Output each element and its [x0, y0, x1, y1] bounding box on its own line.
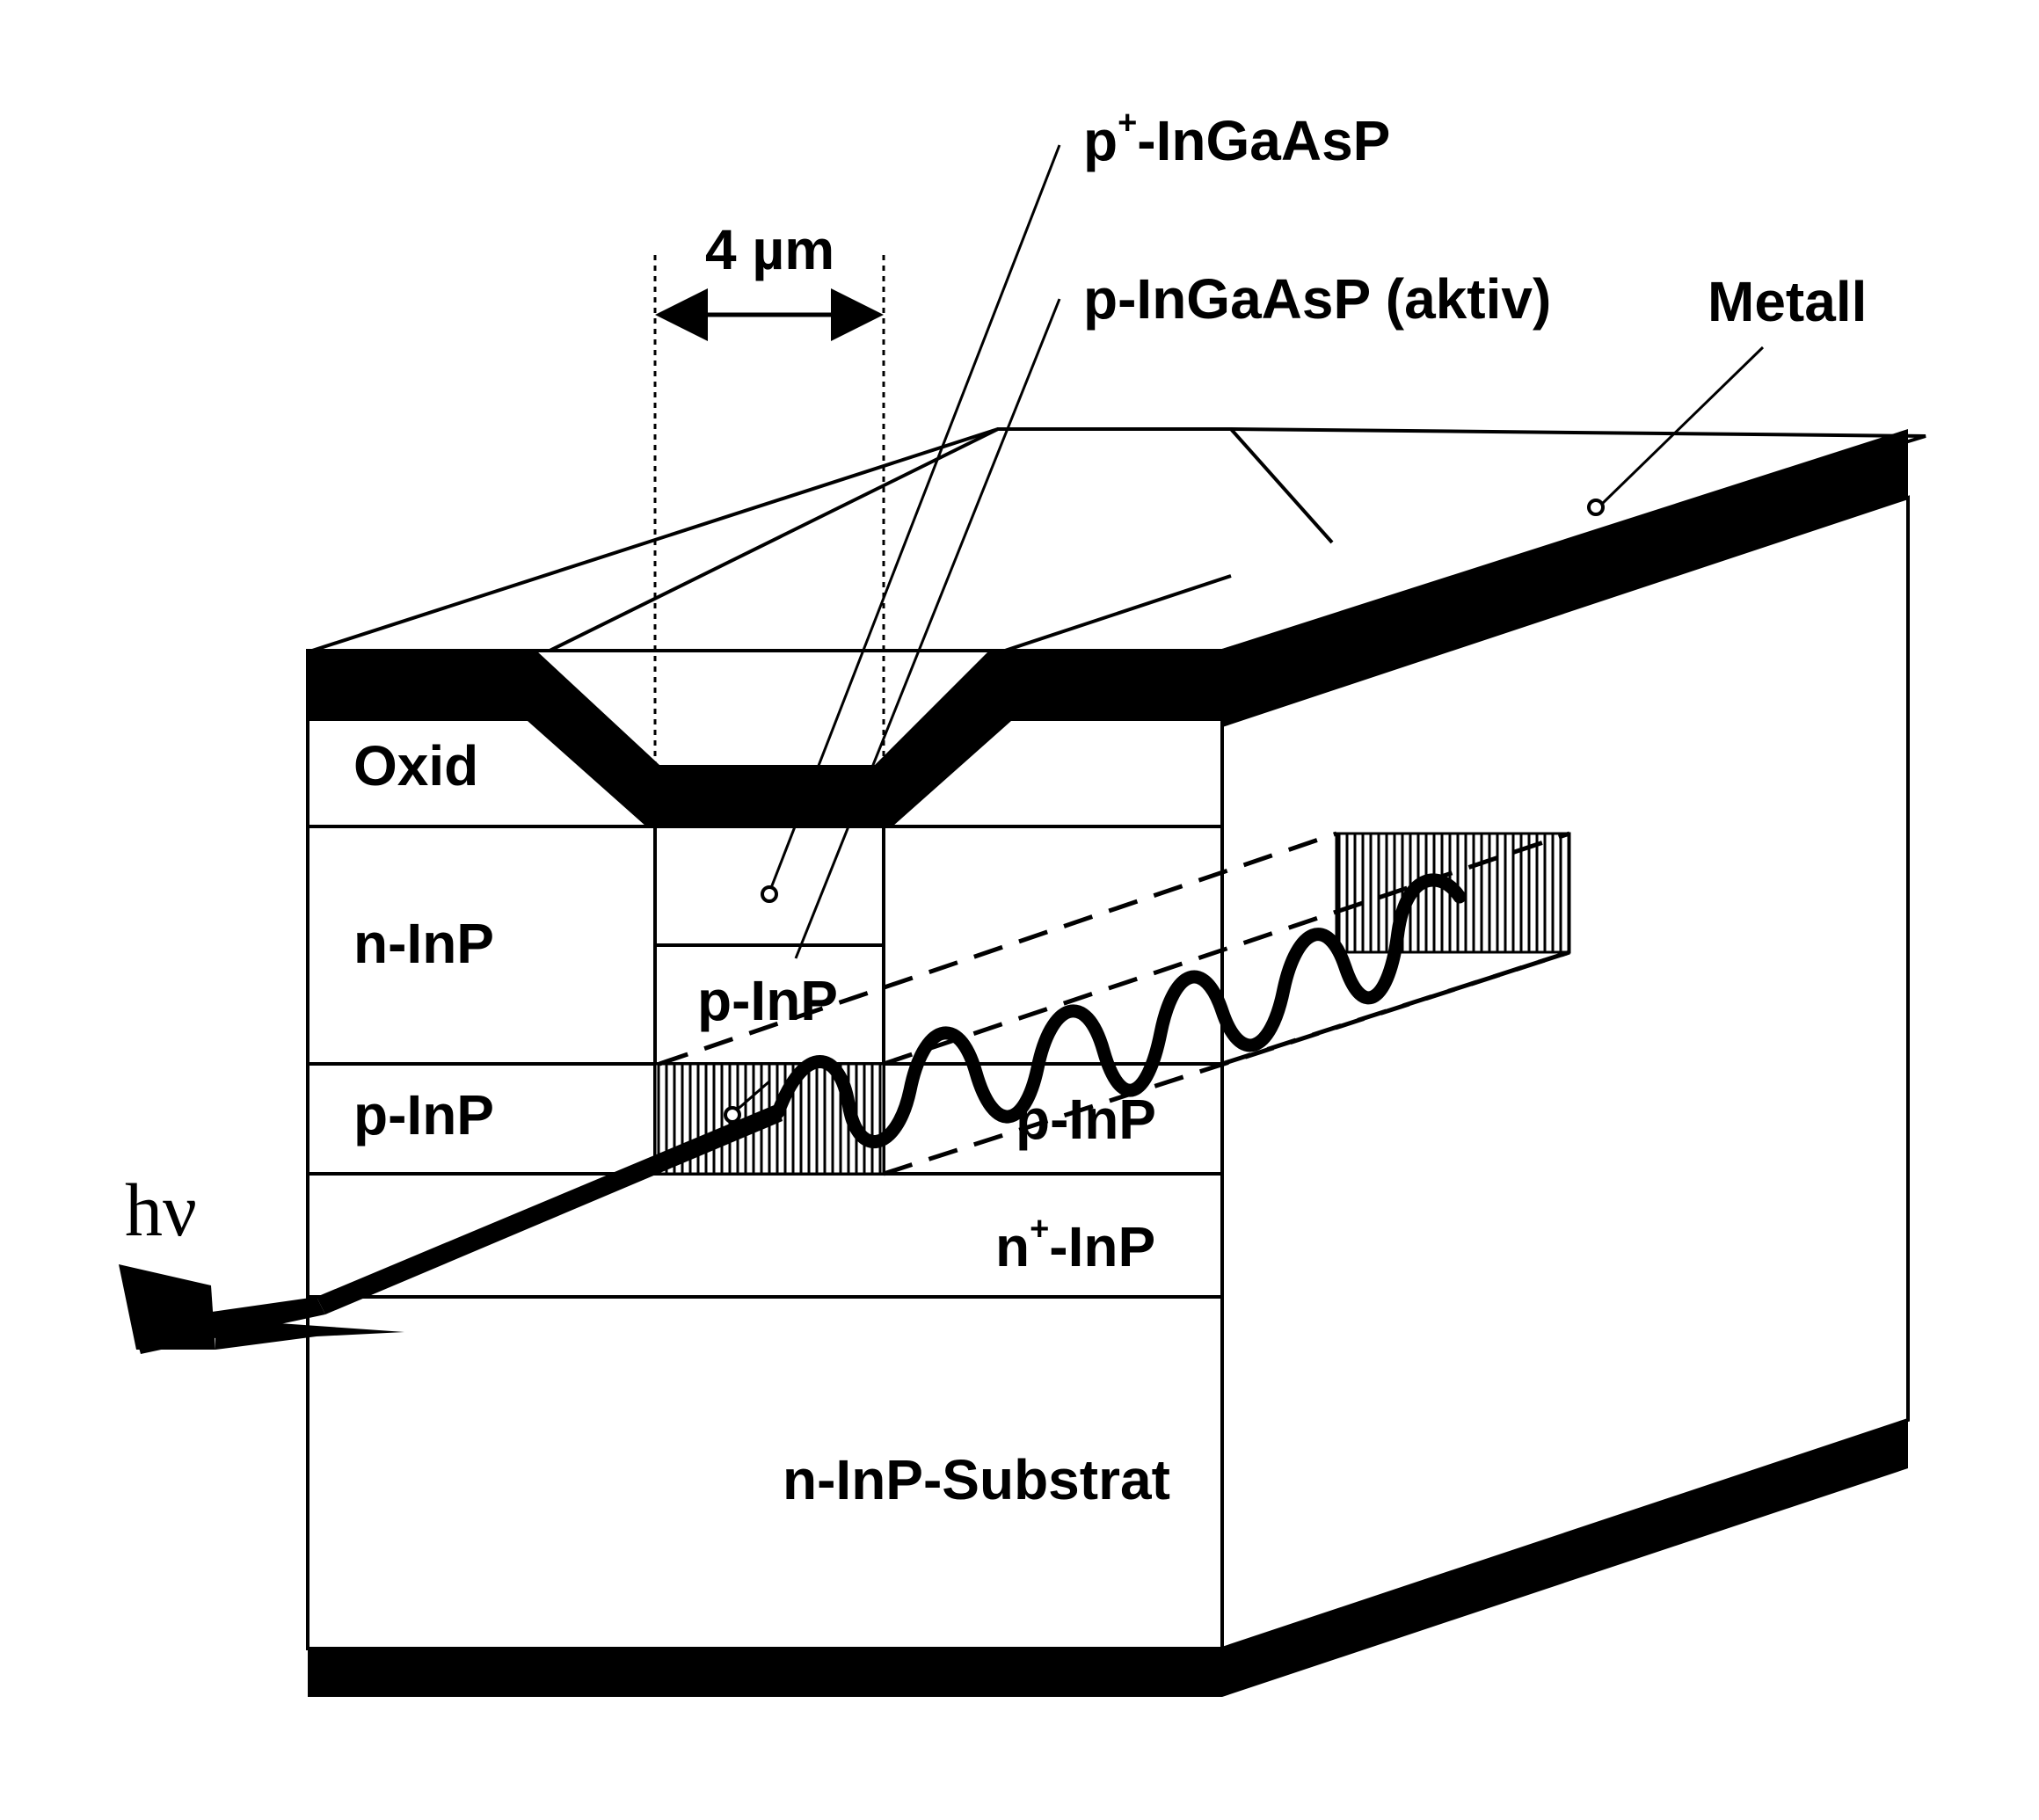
marker-dot-pplus: [761, 885, 778, 903]
label-p-inp-right: p-InP: [1016, 1088, 1156, 1151]
waveguide-outline: [659, 831, 1570, 1176]
marker-dot-metall: [1587, 499, 1605, 516]
label-oxid: Oxid: [353, 734, 478, 797]
top-metal: [308, 651, 1222, 826]
right-side-face: [1220, 429, 1910, 1697]
label-metall: Metall: [1708, 270, 1867, 333]
bottom-metal: [308, 1649, 1222, 1697]
incoming-light-beam: [119, 1103, 783, 1354]
front-face: [306, 649, 1224, 1697]
label-p-plus-ingaasp: p+-InGaAsP: [1083, 105, 1390, 172]
label-photon: hν: [125, 1168, 197, 1252]
leader-lines: [733, 144, 1765, 1114]
label-p-ingaasp-active: p-InGaAsP (aktiv): [1083, 267, 1551, 331]
label-p-inp-left: p-InP: [353, 1083, 494, 1147]
label-p-inp-center: p-InP: [697, 969, 838, 1032]
marker-dot-active: [724, 1106, 741, 1124]
width-dimension: [653, 255, 885, 774]
label-width: 4 µm: [705, 218, 834, 281]
label-n-inp: n-InP: [353, 912, 494, 975]
optical-wave: [771, 873, 1467, 1148]
label-substrate: n-InP-Substrat: [783, 1448, 1170, 1511]
label-n-plus-inp: n+-InP: [995, 1211, 1155, 1278]
